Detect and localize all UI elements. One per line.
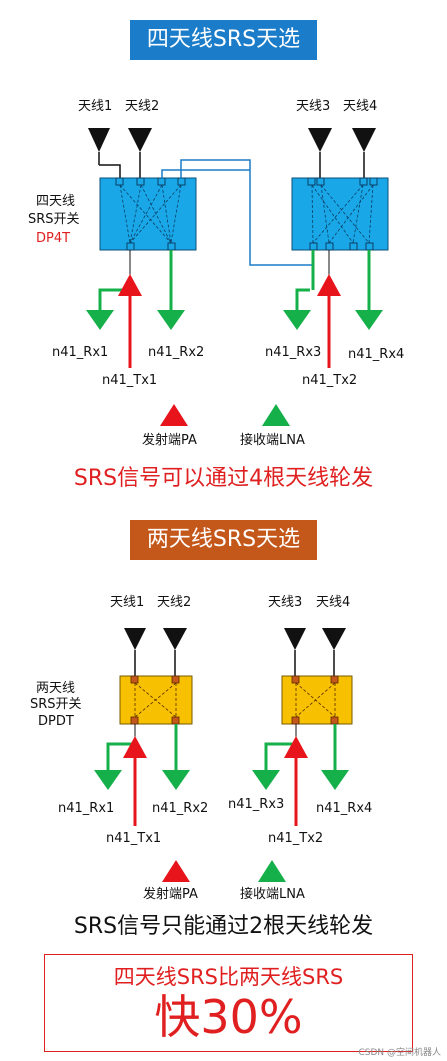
- conclusion-line-2: 快30%: [154, 990, 303, 1044]
- s1-rx-label-1: n41_Rx1: [52, 345, 108, 360]
- s1-lna-rx3-icon: [283, 310, 311, 330]
- s2-tx-label-2: n41_Tx2: [268, 831, 323, 846]
- s1-legend-lna-icon: [262, 404, 290, 426]
- s2-legend-pa-icon: [162, 860, 190, 882]
- s2-antenna-label-2: 天线2: [157, 595, 191, 610]
- s2-pa-tx1-icon: [123, 736, 147, 758]
- s1-lna-rx4-icon: [355, 310, 383, 330]
- s2-rx-label-1: n41_Rx1: [58, 801, 114, 816]
- s1-rx-label-4: n41_Rx4: [348, 347, 404, 362]
- s1-switch-type: DP4T: [36, 231, 70, 246]
- section2-title: 两天线SRS天选: [130, 520, 317, 560]
- s1-antenna-label-3: 天线3: [296, 99, 330, 114]
- s1-switch-label-2: SRS开关: [28, 212, 80, 227]
- s2-antenna-4-icon: [322, 628, 346, 676]
- s1-pa-tx2-icon: [317, 274, 341, 296]
- s1-rx-label-2: n41_Rx2: [148, 345, 204, 360]
- s2-legend-pa-label: 发射端PA: [143, 886, 198, 902]
- s1-legend-lna-label: 接收端LNA: [240, 432, 305, 448]
- s2-antenna-1-icon: [124, 628, 146, 676]
- s2-summary: SRS信号只能通过2根天线轮发: [73, 914, 374, 939]
- antenna-1-icon: [88, 128, 110, 165]
- watermark: CSDN @空间机器人: [358, 1048, 441, 1058]
- s1-legend-pa-icon: [160, 404, 188, 426]
- s1-antenna-label-2: 天线2: [125, 99, 159, 114]
- s1-lna-rx1-icon: [86, 310, 114, 330]
- s1-antenna-label-4: 天线4: [343, 99, 377, 114]
- s2-antenna-3-icon: [284, 628, 306, 676]
- antenna-2-icon: [128, 128, 152, 178]
- s2-legend-lna-icon: [258, 860, 286, 882]
- s1-pa-tx1-icon: [118, 274, 142, 296]
- s2-switch-type: DPDT: [38, 714, 74, 729]
- s2-antenna-label-4: 天线4: [316, 595, 350, 610]
- antenna-4-icon: [352, 128, 376, 178]
- conclusion-line-1: 四天线SRS比两天线SRS: [113, 965, 344, 989]
- s2-switch-right: [281, 675, 353, 725]
- s1-switch-label-1: 四天线: [36, 194, 75, 209]
- s1-switch-right: [291, 177, 389, 251]
- s2-tx-label-1: n41_Tx1: [106, 831, 161, 846]
- s1-summary: SRS信号可以通过4根天线轮发: [73, 466, 374, 491]
- s2-pa-tx2-icon: [284, 736, 308, 758]
- s1-antenna-label-1: 天线1: [78, 99, 112, 114]
- s1-tx-label-2: n41_Tx2: [302, 373, 357, 388]
- conclusion-box: 四天线SRS比两天线SRS 快30%: [44, 954, 413, 1052]
- s2-switch-label-2: SRS开关: [30, 697, 82, 712]
- s2-legend-lna-label: 接收端LNA: [240, 886, 305, 902]
- s2-lna-rx3-icon: [252, 770, 280, 790]
- s2-rx-label-4: n41_Rx4: [316, 801, 372, 816]
- s2-lna-rx1-icon: [94, 770, 122, 790]
- s2-switch-label-1: 两天线: [36, 681, 75, 696]
- s2-rx-label-2: n41_Rx2: [152, 801, 208, 816]
- s1-rx-label-3: n41_Rx3: [265, 345, 321, 360]
- section1-title: 四天线SRS天选: [130, 20, 317, 60]
- s1-switch-left: [99, 177, 197, 251]
- s2-antenna-2-icon: [163, 628, 187, 676]
- s1-lna-rx2-icon: [157, 310, 185, 330]
- s2-antenna-label-1: 天线1: [110, 595, 144, 610]
- s2-rx-label-3: n41_Rx3: [228, 797, 284, 812]
- s2-lna-rx2-icon: [162, 770, 190, 790]
- s2-lna-rx4-icon: [321, 770, 349, 790]
- s1-legend-pa-label: 发射端PA: [142, 432, 197, 448]
- antenna-3-icon: [308, 128, 332, 178]
- s2-antenna-label-3: 天线3: [268, 595, 302, 610]
- s1-tx-label-1: n41_Tx1: [102, 373, 157, 388]
